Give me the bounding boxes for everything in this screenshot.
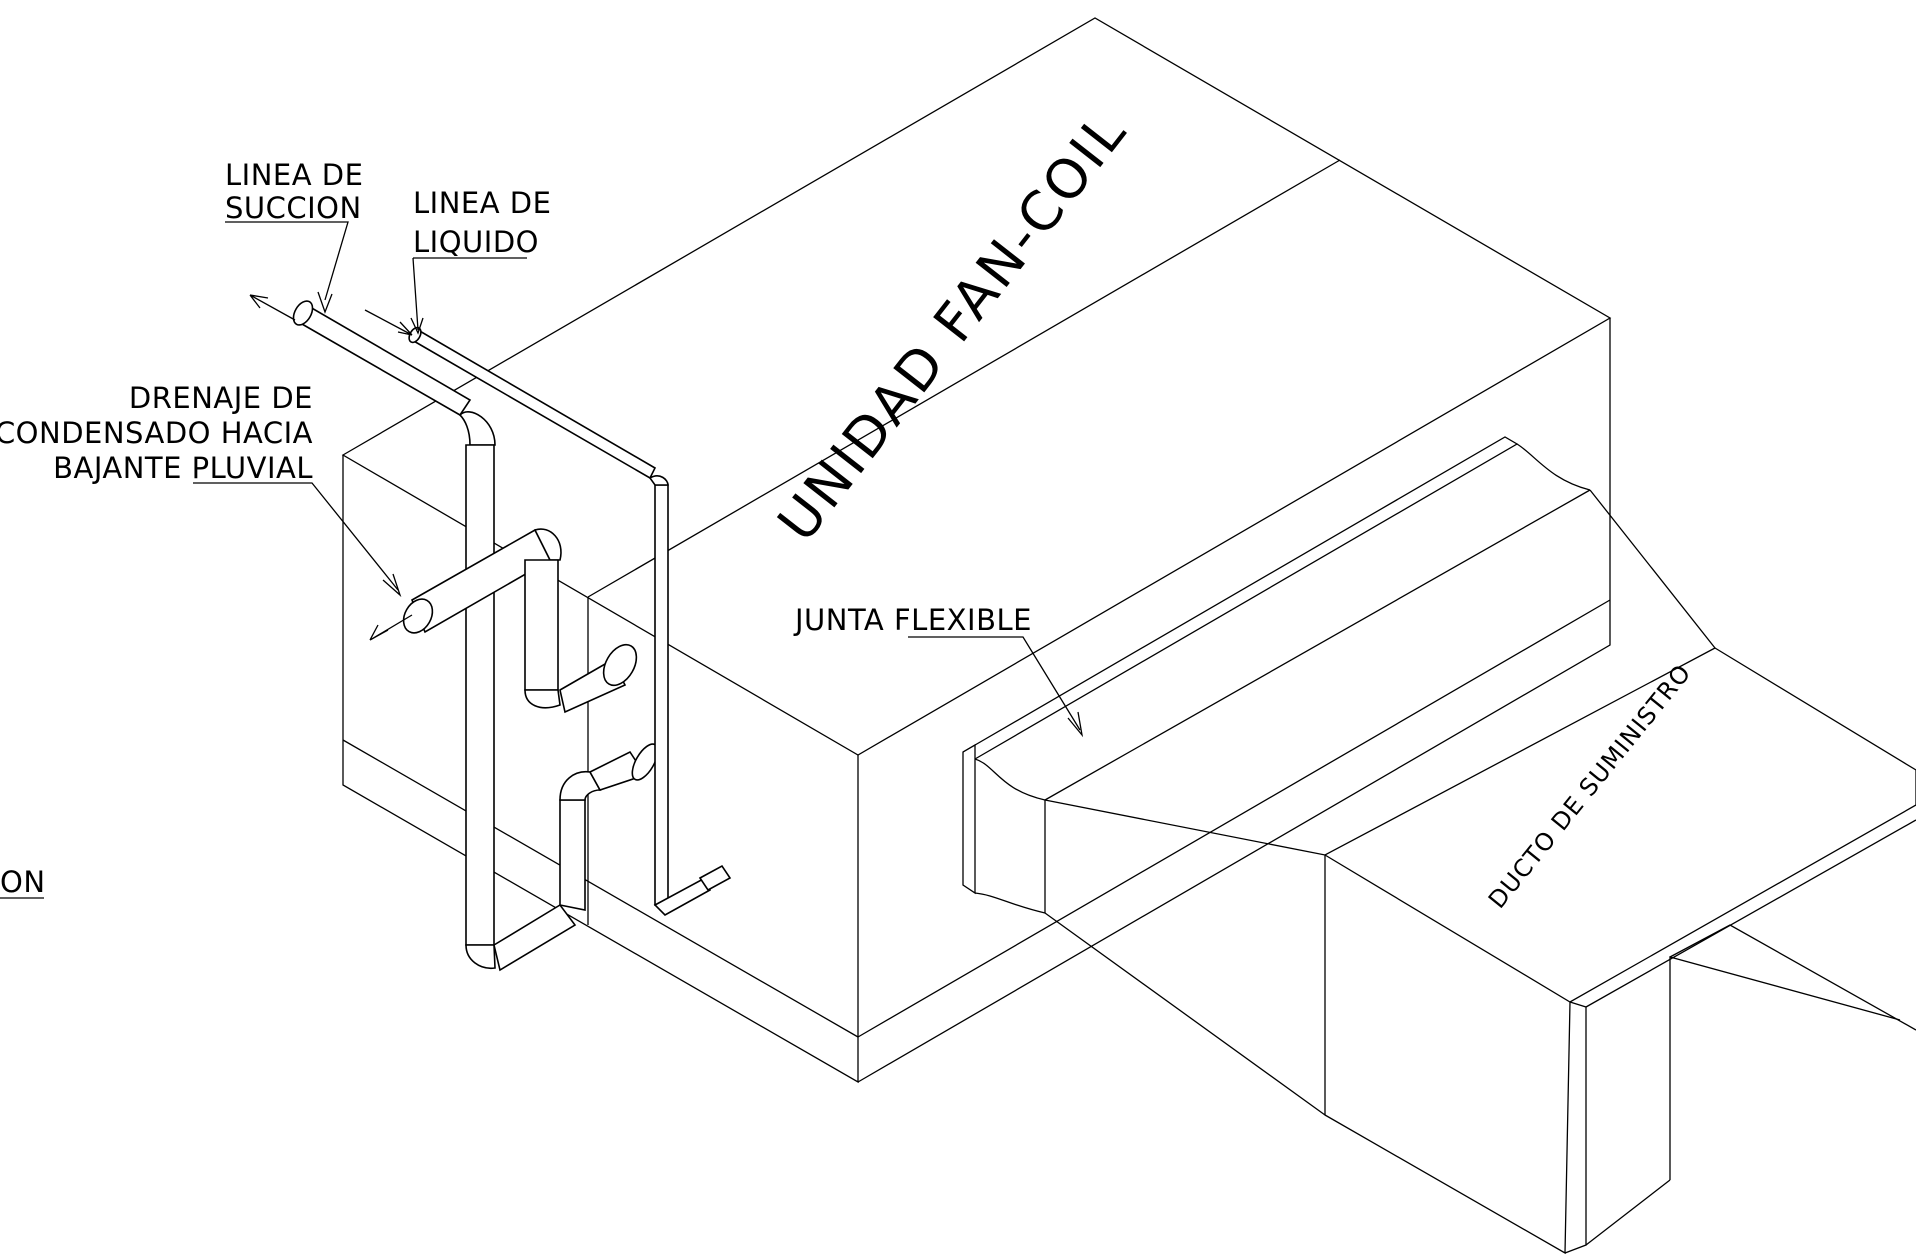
duct-opening-depth-2 [1669,924,1916,1031]
flex-joint-wave [974,758,1046,914]
liquid-leader-arrow [410,317,424,335]
liquid-line-valve [698,864,732,892]
drain-line-end-cap [402,598,434,634]
flex-joint-wave-top [1516,443,1591,491]
drain-trap-riser [524,559,559,691]
leaders [0,221,1084,899]
flex-joint-flange [962,743,976,895]
flex-joint-label: JUNTA FLEXIBLE [793,603,1032,637]
suction-label-line2: SUCCION [225,191,362,225]
suction-label-line1: LINEA DE [225,158,363,192]
fan-coil-unit-box [341,17,1612,1084]
drain-label-line2: CONDENSADO HACIA [0,416,313,450]
flex-joint-leader-arrow [1067,711,1084,738]
suction-line-end-cap [292,300,314,326]
unit-label: UNIDAD FAN-COIL [766,99,1140,553]
duct-opening-depth [1669,956,1901,1180]
text-labels: LINEA DE SUCCION LINEA DE LIQUIDO DRENAJ… [0,99,1697,913]
duct-transition-top [1044,489,1716,856]
flex-joint-leader [908,636,1081,731]
drain-connector-flange [602,643,638,687]
drain-leader-arrow [382,573,402,598]
piping [292,300,732,972]
unit-front-bottom-band [857,599,1611,1038]
flex-joint-top-edge [962,436,1519,760]
duct-opening-inner-2 [1585,1179,1671,1246]
drain-label-line3: BAJANTE PLUVIAL [53,451,313,485]
suction-line-horizontal [293,306,472,417]
suction-line-bottom-riser [559,799,586,911]
liquid-leader [412,257,527,331]
suction-line-riser [465,444,495,946]
suction-line-elbow [458,411,496,446]
suction-flow-arrow [249,294,296,321]
unit-bottom-band [342,739,859,1038]
unit-top-division [587,159,1341,598]
unit-left-face [342,455,859,1084]
drain-label-line1: DRENAJE DE [129,381,313,415]
suction-line-bottom-elbow [465,944,496,970]
cut-label: ON [0,865,46,899]
duct-transition-bottom [1044,855,1326,1117]
suction-leader-arrow [317,291,333,314]
liquid-line-riser [654,484,669,906]
duct-top-face [1324,647,1916,1003]
suction-line-bottom-run [493,903,577,972]
liquid-label-line1: LINEA DE [413,186,551,220]
duct-label: DUCTO DE SUMINISTRO [1483,659,1697,914]
duct-side-face [1324,1001,1571,1255]
drain-trap-bottom [524,689,561,709]
supply-duct [962,436,1916,1255]
duct-opening-frame [1564,1001,1587,1254]
drain-leader [193,482,399,591]
drain-flow-arrow [369,614,413,641]
liquid-line-bottom [653,876,712,916]
drain-line-elbow [533,528,562,561]
unit-front-face [857,318,1611,1083]
liquid-label-line2: LIQUIDO [413,225,539,259]
suction-leader [225,221,349,301]
liquid-line-elbow [648,475,669,486]
liquid-flow-arrow [364,309,413,336]
flex-joint-top-face [1044,489,1591,801]
duct-opening-inner [1585,819,1916,1008]
